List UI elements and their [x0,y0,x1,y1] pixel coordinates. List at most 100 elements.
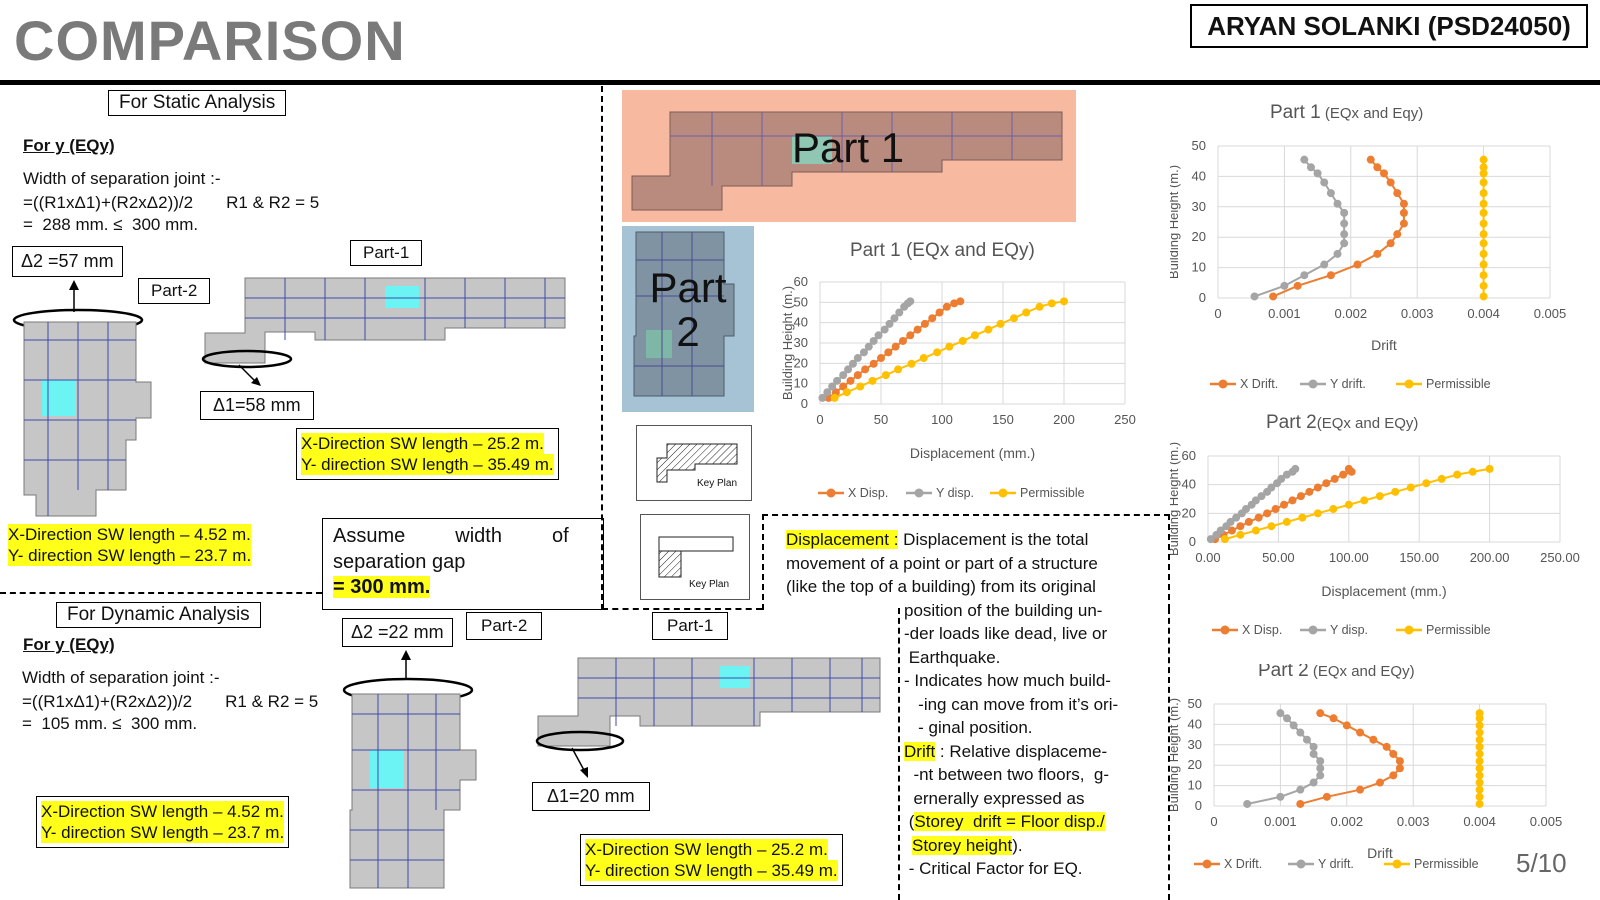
dynamic-delta1-label: Δ1=20 mm [532,782,650,811]
data-point [1060,297,1068,306]
data-point [1296,492,1305,501]
x-tick-label: 100 [931,412,953,427]
y-tick-label: 40 [1192,168,1206,183]
x-tick-label: 100.00 [1329,550,1369,565]
legend-swatch-marker [1404,625,1414,635]
data-point [1313,509,1322,518]
data-point [1475,709,1484,718]
data-point [1282,517,1291,526]
legend-label: Y drift. [1318,857,1354,871]
data-point [1316,764,1325,773]
data-point [833,376,842,385]
assume-line-2: separation gap [333,551,466,573]
data-point [848,359,857,368]
legend-swatch-marker [1308,379,1318,389]
data-point [1475,764,1484,773]
data-point [1389,749,1398,758]
data-point [1316,771,1325,780]
y-axis-label: Building Height (m.) [1170,442,1181,556]
data-point [1296,799,1305,808]
data-point [1340,208,1349,217]
data-point [1479,292,1488,301]
static-part1-sw-x: X-Direction SW length – 25.2 m. [301,433,544,454]
data-point [906,297,915,306]
author-box: ARYAN SOLANKI (PSD24050) [1190,4,1588,48]
disp2-line-2: Earthquake. [904,647,1001,667]
data-point [1475,778,1484,787]
data-point [942,302,951,311]
data-point [853,371,862,380]
legend-swatch-marker [1202,859,1212,869]
data-point [828,382,837,391]
data-point [1339,470,1348,479]
y-tick-label: 10 [1188,778,1202,793]
data-point [890,314,899,323]
dynamic-part1-label: Part-1 [652,612,729,640]
data-point [950,299,959,308]
disp-line-0: Displacement is the total [898,530,1089,549]
y-tick-label: 20 [794,355,808,370]
dynamic-part2-plan [342,650,477,889]
dynamic-part2-sw-box: X-Direction SW length – 4.52 m. Y- direc… [36,796,290,848]
y-tick-label: 10 [794,376,808,391]
static-delta1-label: Δ1=58 mm [200,391,314,420]
data-point [1393,230,1402,239]
data-point [1475,728,1484,737]
x-tick-label: 0.005 [1534,306,1567,321]
data-point [996,319,1005,328]
x-tick-label: 50.00 [1262,550,1295,565]
data-point [839,382,848,391]
data-point [1382,742,1391,751]
series-line [1246,712,1322,805]
data-point [894,365,903,374]
y-tick-label: 40 [1188,716,1202,731]
data-point [906,331,915,340]
data-point [1475,792,1484,801]
data-point [1022,308,1031,317]
data-point [864,342,873,351]
y-tick-label: 60 [1182,448,1196,463]
data-point [1375,492,1384,501]
data-point [1386,239,1395,248]
data-point [1236,522,1245,531]
data-point [920,319,929,328]
data-point [1369,735,1378,744]
data-point [1333,199,1342,208]
x-tick-label: 250 [1114,412,1136,427]
data-point [1386,178,1395,187]
disp2-line-3: - Indicates how much build- [904,671,1111,690]
x-axis-label: Displacement (mm.) [910,445,1035,461]
data-point [884,348,893,357]
data-point [1479,260,1488,269]
data-point [1340,239,1349,248]
legend-swatch-marker [826,488,836,498]
dynamic-part1-sw-y: Y- direction SW length – 35.49 m. [585,860,838,881]
critical-factor: - Critical Factor for EQ. [904,859,1083,878]
legend-swatch-marker [1404,379,1414,389]
static-part2-label: Part-2 [138,278,211,304]
data-point [1342,721,1351,730]
keyplan-1-caption: Key Plan [697,478,738,489]
data-point [1320,178,1329,187]
data-point [1227,526,1236,535]
data-point [1263,509,1272,518]
disp2-line-1: -der loads like dead, live or [904,624,1108,643]
x-tick-label: 0 [1210,814,1217,829]
data-point [1009,314,1018,323]
x-tick-label: 0.003 [1397,814,1430,829]
dynamic-part2-sw-x: X-Direction SW length – 4.52 m. [41,801,284,822]
drift-term: Drift [904,741,936,761]
data-point [880,325,889,334]
static-part1-sw-box: X-Direction SW length – 25.2 m. Y- direc… [296,428,559,480]
legend-swatch-marker [998,488,1008,498]
data-point [1316,709,1325,718]
y-tick-label: 0 [1199,290,1206,305]
data-point [958,336,967,345]
data-point [1035,302,1044,311]
data-point [1373,249,1382,258]
data-point [861,365,870,374]
y-tick-label: 30 [1188,737,1202,752]
data-point [1399,208,1408,217]
data-point [1269,292,1278,301]
data-point [1479,178,1488,187]
